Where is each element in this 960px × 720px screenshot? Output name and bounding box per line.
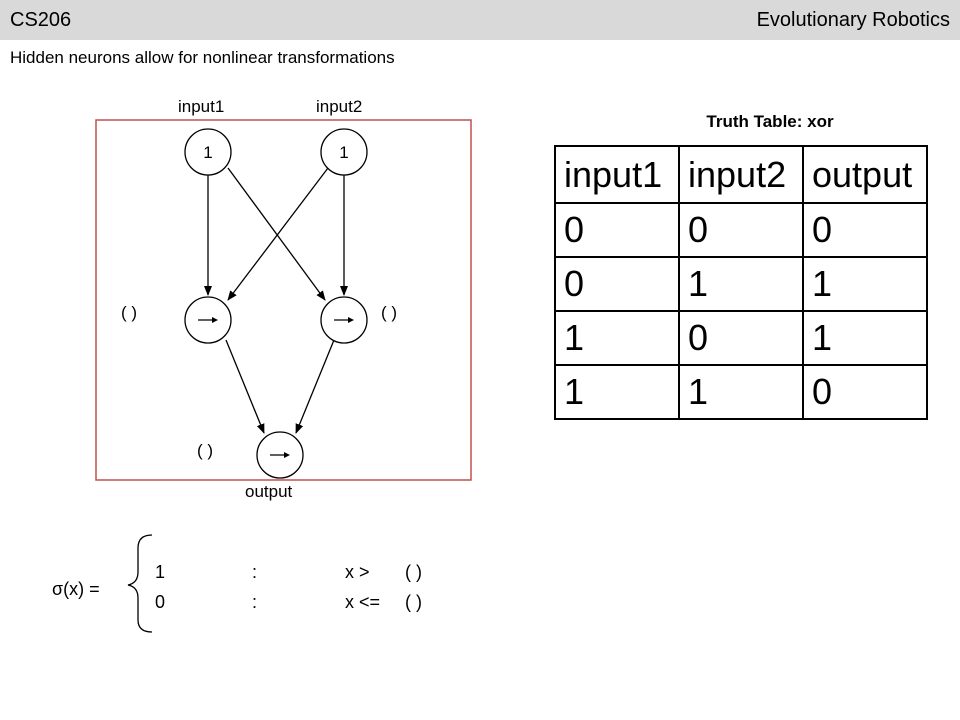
table-cell: 1: [678, 256, 804, 312]
table-row: 0 1 1: [554, 256, 928, 312]
table-cell: 0: [554, 202, 680, 258]
slide-header: CS206 Evolutionary Robotics: [0, 0, 960, 40]
right-arrow-icon: [198, 317, 218, 323]
input1-label: input1: [178, 97, 225, 116]
course-name: CS206: [10, 9, 72, 31]
right-arrow-icon: [334, 317, 354, 323]
sigma-brace-icon: [127, 534, 153, 633]
case2-value: 0: [155, 592, 166, 612]
hidden2-threshold: ( ): [381, 303, 398, 322]
table-cell: 1: [802, 256, 928, 312]
input2-label: input2: [316, 97, 363, 116]
synapse-i1-h2: [227, 167, 326, 301]
output-threshold: ( ): [197, 441, 214, 460]
table-cell: 0: [802, 202, 928, 258]
table-cell: 1: [554, 364, 680, 420]
table-row: 1 1 0: [554, 364, 928, 420]
truth-table-header-row: input1 input2 output: [554, 145, 928, 204]
case2-colon: :: [252, 592, 258, 612]
input2-value: 1: [339, 143, 348, 162]
truth-table: input1 input2 output 0 0 0 0 1 1 1 0 1 1…: [554, 145, 928, 420]
case1-colon: :: [252, 562, 258, 582]
table-cell: 1: [678, 364, 804, 420]
case1-condition: x >: [345, 562, 370, 582]
case1-threshold: ( ): [405, 562, 422, 582]
table-cell: 0: [678, 310, 804, 366]
network-frame: [95, 119, 472, 481]
table-cell: 0: [678, 202, 804, 258]
input1-value: 1: [203, 143, 212, 162]
right-arrow-icon: [270, 452, 290, 458]
header-cell: input2: [678, 145, 804, 204]
case2-threshold: ( ): [405, 592, 422, 612]
header-cell: input1: [554, 145, 680, 204]
table-cell: 1: [554, 310, 680, 366]
table-cell: 0: [554, 256, 680, 312]
input1-neuron: [184, 128, 232, 176]
table-cell: 0: [802, 364, 928, 420]
topic-name: Evolutionary Robotics: [756, 9, 950, 31]
case1-value: 1: [155, 562, 166, 582]
input2-neuron: [320, 128, 368, 176]
hidden1-threshold: ( ): [121, 303, 138, 322]
case2-condition: x <=: [345, 592, 381, 612]
sigma-lhs: σ(x) =: [52, 579, 100, 599]
synapse-h2-out: [295, 339, 335, 434]
table-row: 1 0 1: [554, 310, 928, 366]
slide-subtitle: Hidden neurons allow for nonlinear trans…: [10, 48, 395, 67]
synapse-i2-h1: [227, 167, 329, 301]
synapse-h1-out: [225, 339, 265, 434]
table-row: 0 0 0: [554, 202, 928, 258]
output-label: output: [245, 482, 293, 501]
truth-table-title: Truth Table: xor: [706, 112, 834, 131]
header-cell: output: [802, 145, 928, 204]
table-cell: 1: [802, 310, 928, 366]
